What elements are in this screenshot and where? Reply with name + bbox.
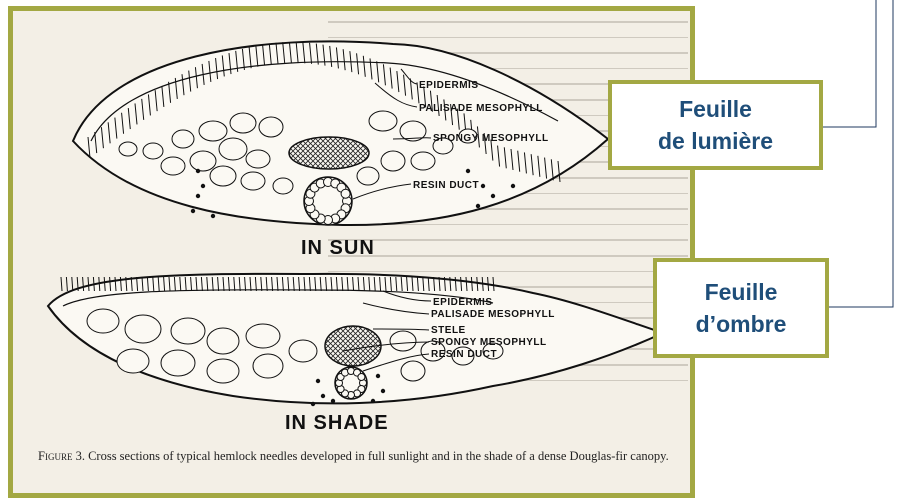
callout-sun-line2: de lumière [658, 125, 773, 157]
shade-connector-line [829, 0, 893, 307]
callout-sun-line1: Feuille [679, 93, 752, 125]
sun-connector-line [823, 0, 876, 127]
callout-shade-leaf: Feuille d’ombre [653, 258, 829, 358]
callout-sun-leaf: Feuille de lumière [608, 80, 823, 170]
callout-shade-line1: Feuille [705, 276, 778, 308]
callout-shade-line2: d’ombre [696, 308, 787, 340]
